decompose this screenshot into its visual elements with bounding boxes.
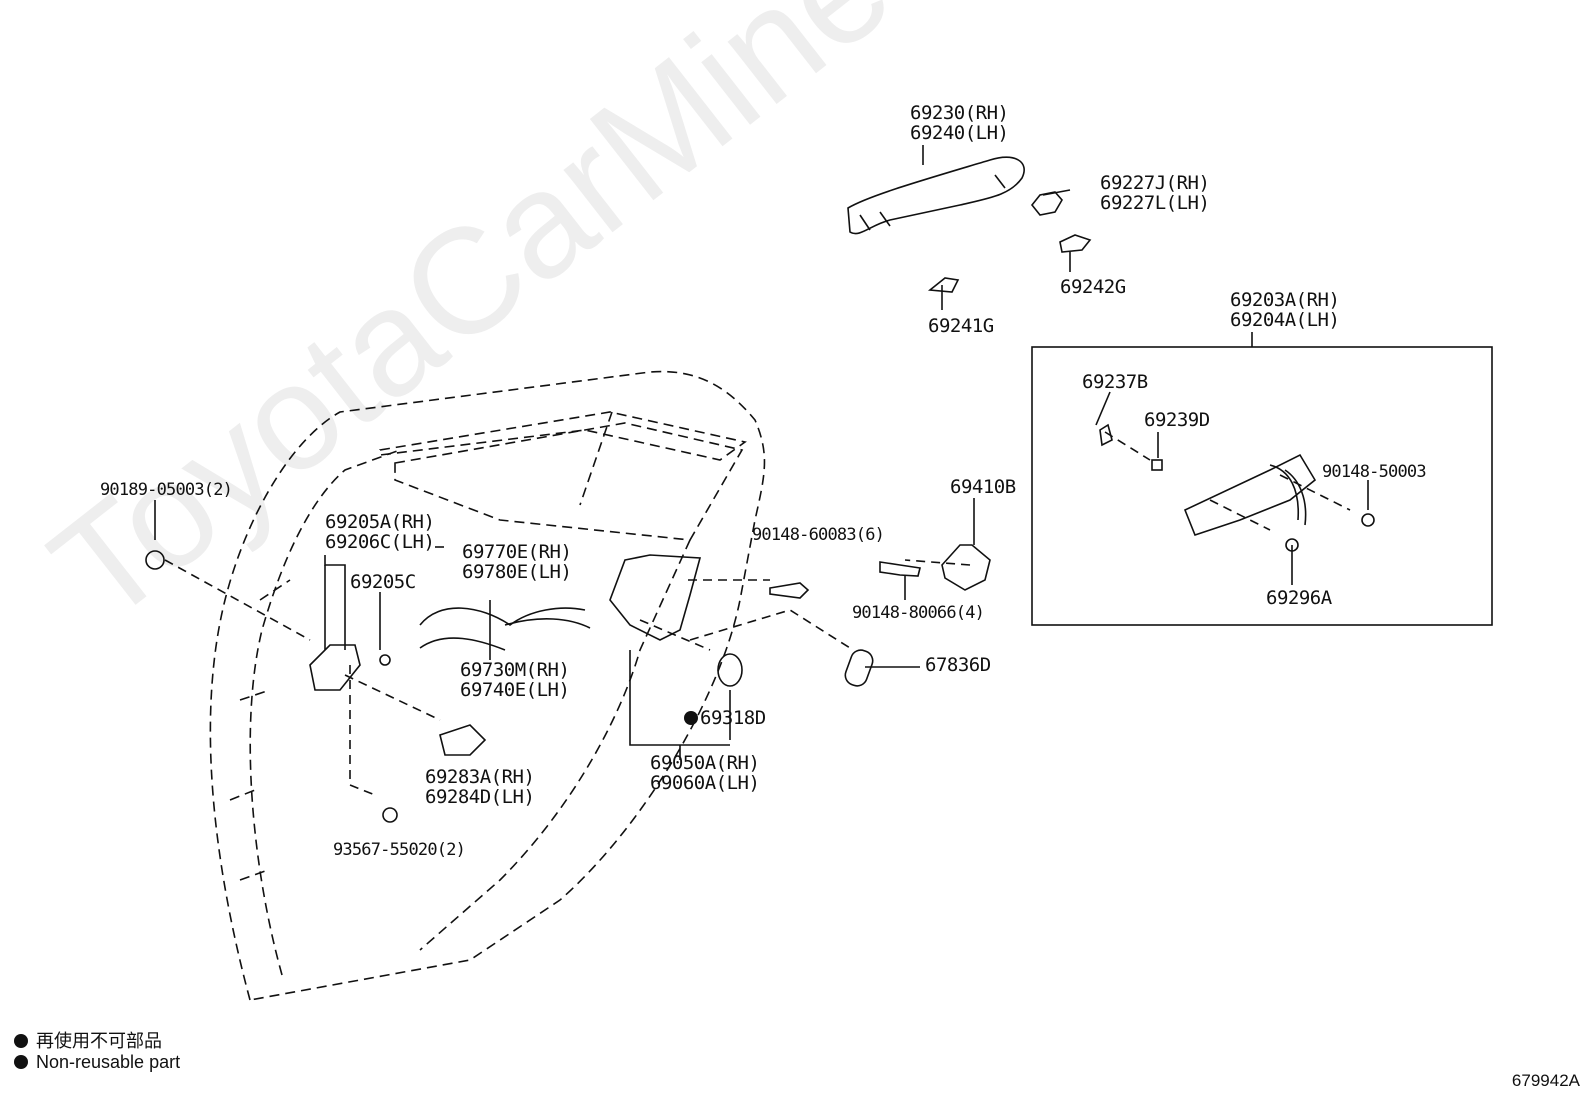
cap-cover-shape bbox=[1059, 234, 1092, 253]
label-69241G: 69241G bbox=[928, 315, 994, 337]
bolt-90148-50003-shape bbox=[1361, 513, 1375, 527]
solid-leaders bbox=[154, 145, 1369, 760]
legend-dot-icon bbox=[14, 1034, 28, 1048]
legend-jp-text: 再使用不可部品 bbox=[36, 1031, 162, 1051]
screw-69205C-shape bbox=[379, 654, 391, 666]
label-67836D: 67836D bbox=[925, 654, 991, 676]
handle-cap-shape bbox=[1030, 191, 1063, 216]
label-69060A: 69060A(LH) bbox=[650, 772, 760, 794]
label-69770E: 69770E(RH) bbox=[462, 541, 572, 563]
label-69284D: 69284D(LH) bbox=[425, 786, 535, 808]
frame-assembly-shape bbox=[1183, 453, 1317, 536]
outside-handle-shape bbox=[847, 156, 1025, 235]
screw-90148-60083-shape bbox=[769, 582, 810, 599]
cap-90189-shape bbox=[145, 550, 165, 570]
door-lock-shape bbox=[609, 554, 702, 641]
bezel-shape bbox=[439, 724, 487, 756]
screw-93567-shape bbox=[382, 807, 398, 823]
bolt-69296A-shape bbox=[1285, 538, 1299, 552]
label-69283A: 69283A(RH) bbox=[425, 766, 535, 788]
leader-lines bbox=[164, 431, 1351, 796]
label-90148-80066: 90148-80066(4) bbox=[852, 603, 985, 623]
label-69410B: 69410B bbox=[950, 476, 1016, 498]
label-69230: 69230(RH) bbox=[910, 102, 1009, 124]
label-69730M: 69730M(RH) bbox=[460, 659, 570, 681]
label-90189-05003: 90189-05003(2) bbox=[100, 480, 233, 500]
pad-front-shape bbox=[927, 277, 960, 293]
label-69239D: 69239D bbox=[1144, 409, 1210, 431]
legend-dot-icon bbox=[14, 1055, 28, 1069]
label-69242G: 69242G bbox=[1060, 276, 1126, 298]
nut-69239D-shape bbox=[1151, 459, 1163, 471]
frame-assembly-box bbox=[1031, 346, 1493, 626]
legend-en: Non-reusable part bbox=[14, 1052, 180, 1073]
label-69205C: 69205C bbox=[350, 571, 416, 593]
label-69237B: 69237B bbox=[1082, 371, 1148, 393]
lock-cables bbox=[419, 607, 591, 651]
label-69205A: 69205A(RH) bbox=[325, 511, 435, 533]
non-reusable-dot-icon bbox=[684, 711, 698, 725]
striker-shape bbox=[941, 544, 991, 591]
label-69318D: 69318D bbox=[684, 708, 766, 729]
door-outline bbox=[209, 370, 766, 1001]
screw-90148-80066-shape bbox=[879, 561, 921, 577]
label-90148-60083: 90148-60083(6) bbox=[752, 525, 885, 545]
label-93567-55020: 93567-55020(2) bbox=[333, 840, 466, 860]
label-69240: 69240(LH) bbox=[910, 122, 1009, 144]
label-90148-50003: 90148-50003 bbox=[1322, 462, 1427, 482]
diagram-code: 679942A bbox=[1511, 1071, 1580, 1090]
inside-handle-shape bbox=[309, 644, 361, 691]
grommet-67836D-shape bbox=[844, 649, 874, 687]
legend-jp: 再使用不可部品 bbox=[14, 1027, 162, 1053]
label-69296A: 69296A bbox=[1266, 587, 1332, 609]
label-69740E: 69740E(LH) bbox=[460, 679, 570, 701]
label-69227J: 69227J(RH) bbox=[1100, 172, 1210, 194]
label-69227L: 69227L(LH) bbox=[1100, 192, 1210, 214]
seal-69318D-shape bbox=[717, 653, 743, 687]
label-69050A: 69050A(RH) bbox=[650, 752, 760, 774]
label-69203A: 69203A(RH) bbox=[1230, 289, 1340, 311]
label-69318D-text: 69318D bbox=[700, 707, 766, 729]
label-69206C: 69206C(LH) bbox=[325, 531, 435, 553]
label-69780E: 69780E(LH) bbox=[462, 561, 572, 583]
legend-en-text: Non-reusable part bbox=[36, 1052, 181, 1072]
label-69204A: 69204A(LH) bbox=[1230, 309, 1340, 331]
clip-69237B-shape bbox=[1099, 423, 1113, 447]
